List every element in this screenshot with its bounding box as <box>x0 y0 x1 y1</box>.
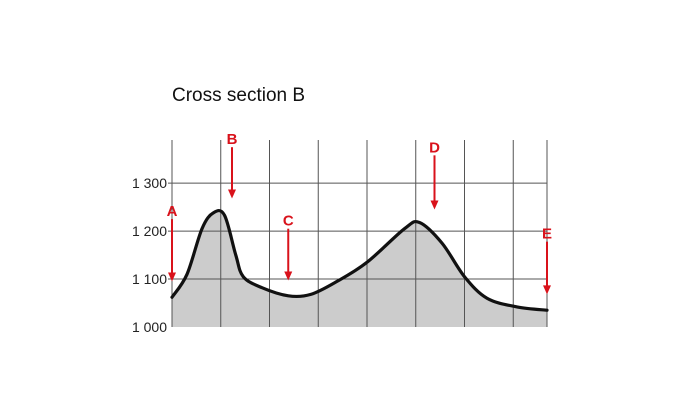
marker-arrow-head <box>168 272 176 282</box>
terrain-profile-layer <box>170 208 549 312</box>
marker-arrow-head <box>430 200 439 210</box>
marker-d: D <box>429 139 440 210</box>
y-tick-label: 1 000 <box>132 319 167 335</box>
marker-label: E <box>542 226 552 243</box>
marker-arrow-head <box>543 285 551 295</box>
marker-label: D <box>429 139 440 156</box>
location-markers: A B C D E <box>167 131 552 295</box>
diagram-title: Cross section B <box>172 85 305 106</box>
marker-c: C <box>283 213 294 281</box>
marker-label: B <box>227 131 238 148</box>
marker-e: E <box>542 226 552 295</box>
marker-arrow-head <box>228 189 236 199</box>
marker-label: A <box>167 203 178 220</box>
y-axis-ticks: 1 000 1 100 1 200 1 300 <box>132 175 167 335</box>
y-tick-label: 1 100 <box>132 271 167 287</box>
terrain-profile-line <box>170 208 549 312</box>
y-tick-label: 1 300 <box>132 175 167 191</box>
y-tick-label: 1 200 <box>132 223 167 239</box>
marker-b: B <box>227 131 238 199</box>
marker-arrow-head <box>284 271 293 281</box>
marker-label: C <box>283 213 294 230</box>
marker-a: A <box>167 203 178 282</box>
